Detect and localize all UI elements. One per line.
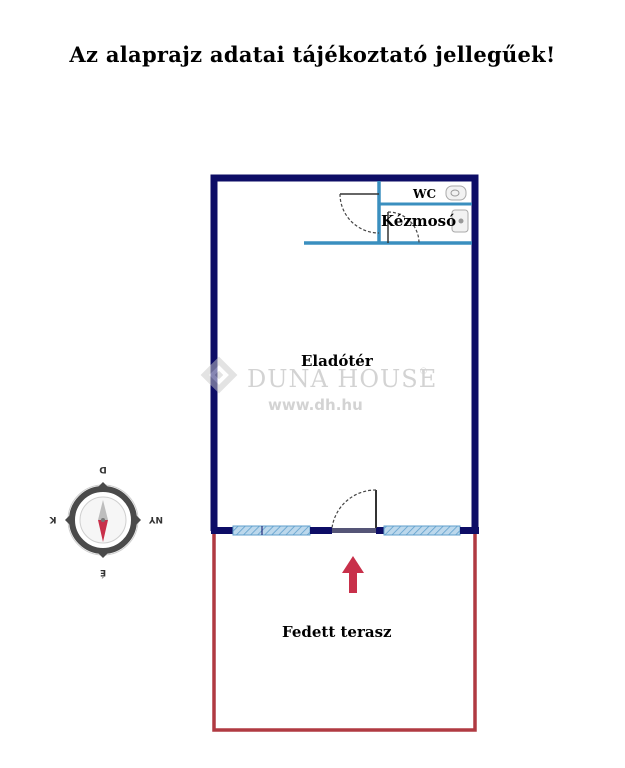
window-left: [232, 525, 311, 536]
watermark: DUNA HOUSE ® www.dh.hu: [200, 356, 437, 414]
bottom-wall-mid-left: [310, 527, 332, 534]
window-right: [383, 525, 461, 536]
exterior-wall: [210, 174, 479, 531]
sink-icon: [451, 209, 469, 233]
bottom-wall-left: [211, 527, 233, 534]
entry-arrow-icon: [342, 556, 364, 593]
bathroom-door-swing: [339, 193, 380, 234]
terrace-outline: [212, 532, 477, 732]
wc-door-swing: [387, 211, 420, 244]
entrance-door-swing: [331, 489, 377, 529]
entrance-door-sill: [332, 528, 376, 533]
watermark-registered: ®: [419, 367, 428, 377]
room-label-kezmoso: Kézmosó: [381, 212, 456, 230]
bottom-wall-right: [460, 527, 479, 534]
compass-west: NY: [148, 514, 163, 524]
duna-house-logo-icon: [200, 356, 238, 394]
compass-east: K: [48, 514, 56, 524]
watermark-brand: DUNA HOUSE: [247, 365, 437, 393]
compass-north: É: [100, 567, 106, 579]
compass-icon: D É K NY: [48, 464, 163, 579]
room-label-terasz: Fedett terasz: [282, 623, 392, 641]
watermark-url: www.dh.hu: [268, 396, 363, 414]
room-label-wc: WC: [412, 187, 436, 201]
bottom-wall-mid-right: [376, 527, 384, 534]
floorplan-disclaimer: Az alaprajz adatai tájékoztató jellegűek…: [69, 42, 556, 67]
room-label-eladoter: Eladótér: [301, 352, 374, 370]
toilet-icon: [445, 185, 467, 201]
compass-south: D: [99, 464, 106, 474]
